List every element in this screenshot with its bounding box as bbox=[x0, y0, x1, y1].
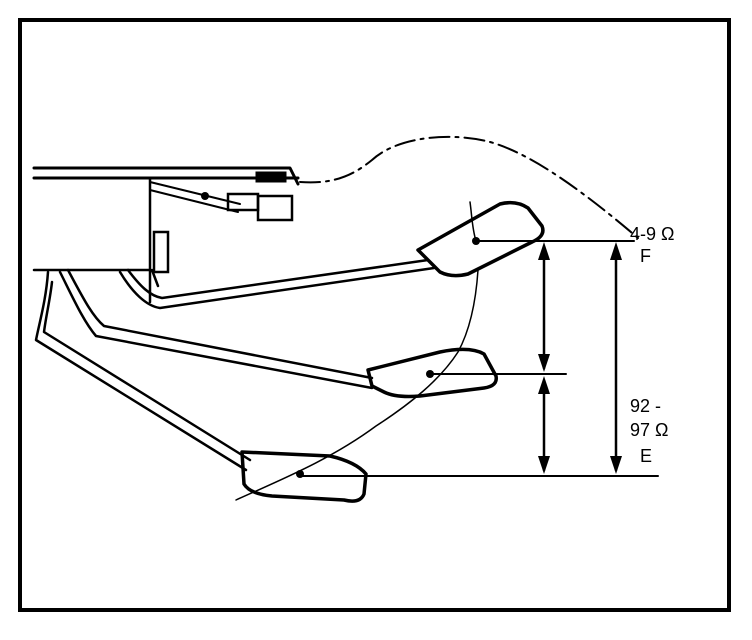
full-marker-label: F bbox=[640, 246, 651, 266]
dimension-arrow-middle-to-empty bbox=[538, 376, 550, 474]
empty-resistance-label-line1: 92 - bbox=[630, 396, 661, 416]
wire-connector bbox=[149, 181, 294, 222]
dimension-arrow-full-to-empty bbox=[610, 242, 622, 474]
reference-lines bbox=[299, 240, 659, 477]
empty-resistance-label-line2: 97 Ω bbox=[630, 420, 668, 440]
diagram-frame bbox=[18, 18, 731, 612]
tank-outline bbox=[299, 135, 639, 239]
sender-housing bbox=[32, 166, 300, 304]
float-arm-middle bbox=[58, 268, 498, 399]
float-arm-empty bbox=[34, 270, 368, 503]
float-arm-full bbox=[118, 200, 545, 310]
float-travel-arc bbox=[235, 269, 479, 501]
empty-marker-label: E bbox=[640, 446, 652, 466]
full-resistance-label: 4-9 Ω bbox=[630, 224, 674, 244]
dimension-arrow-full-to-middle bbox=[538, 242, 550, 372]
